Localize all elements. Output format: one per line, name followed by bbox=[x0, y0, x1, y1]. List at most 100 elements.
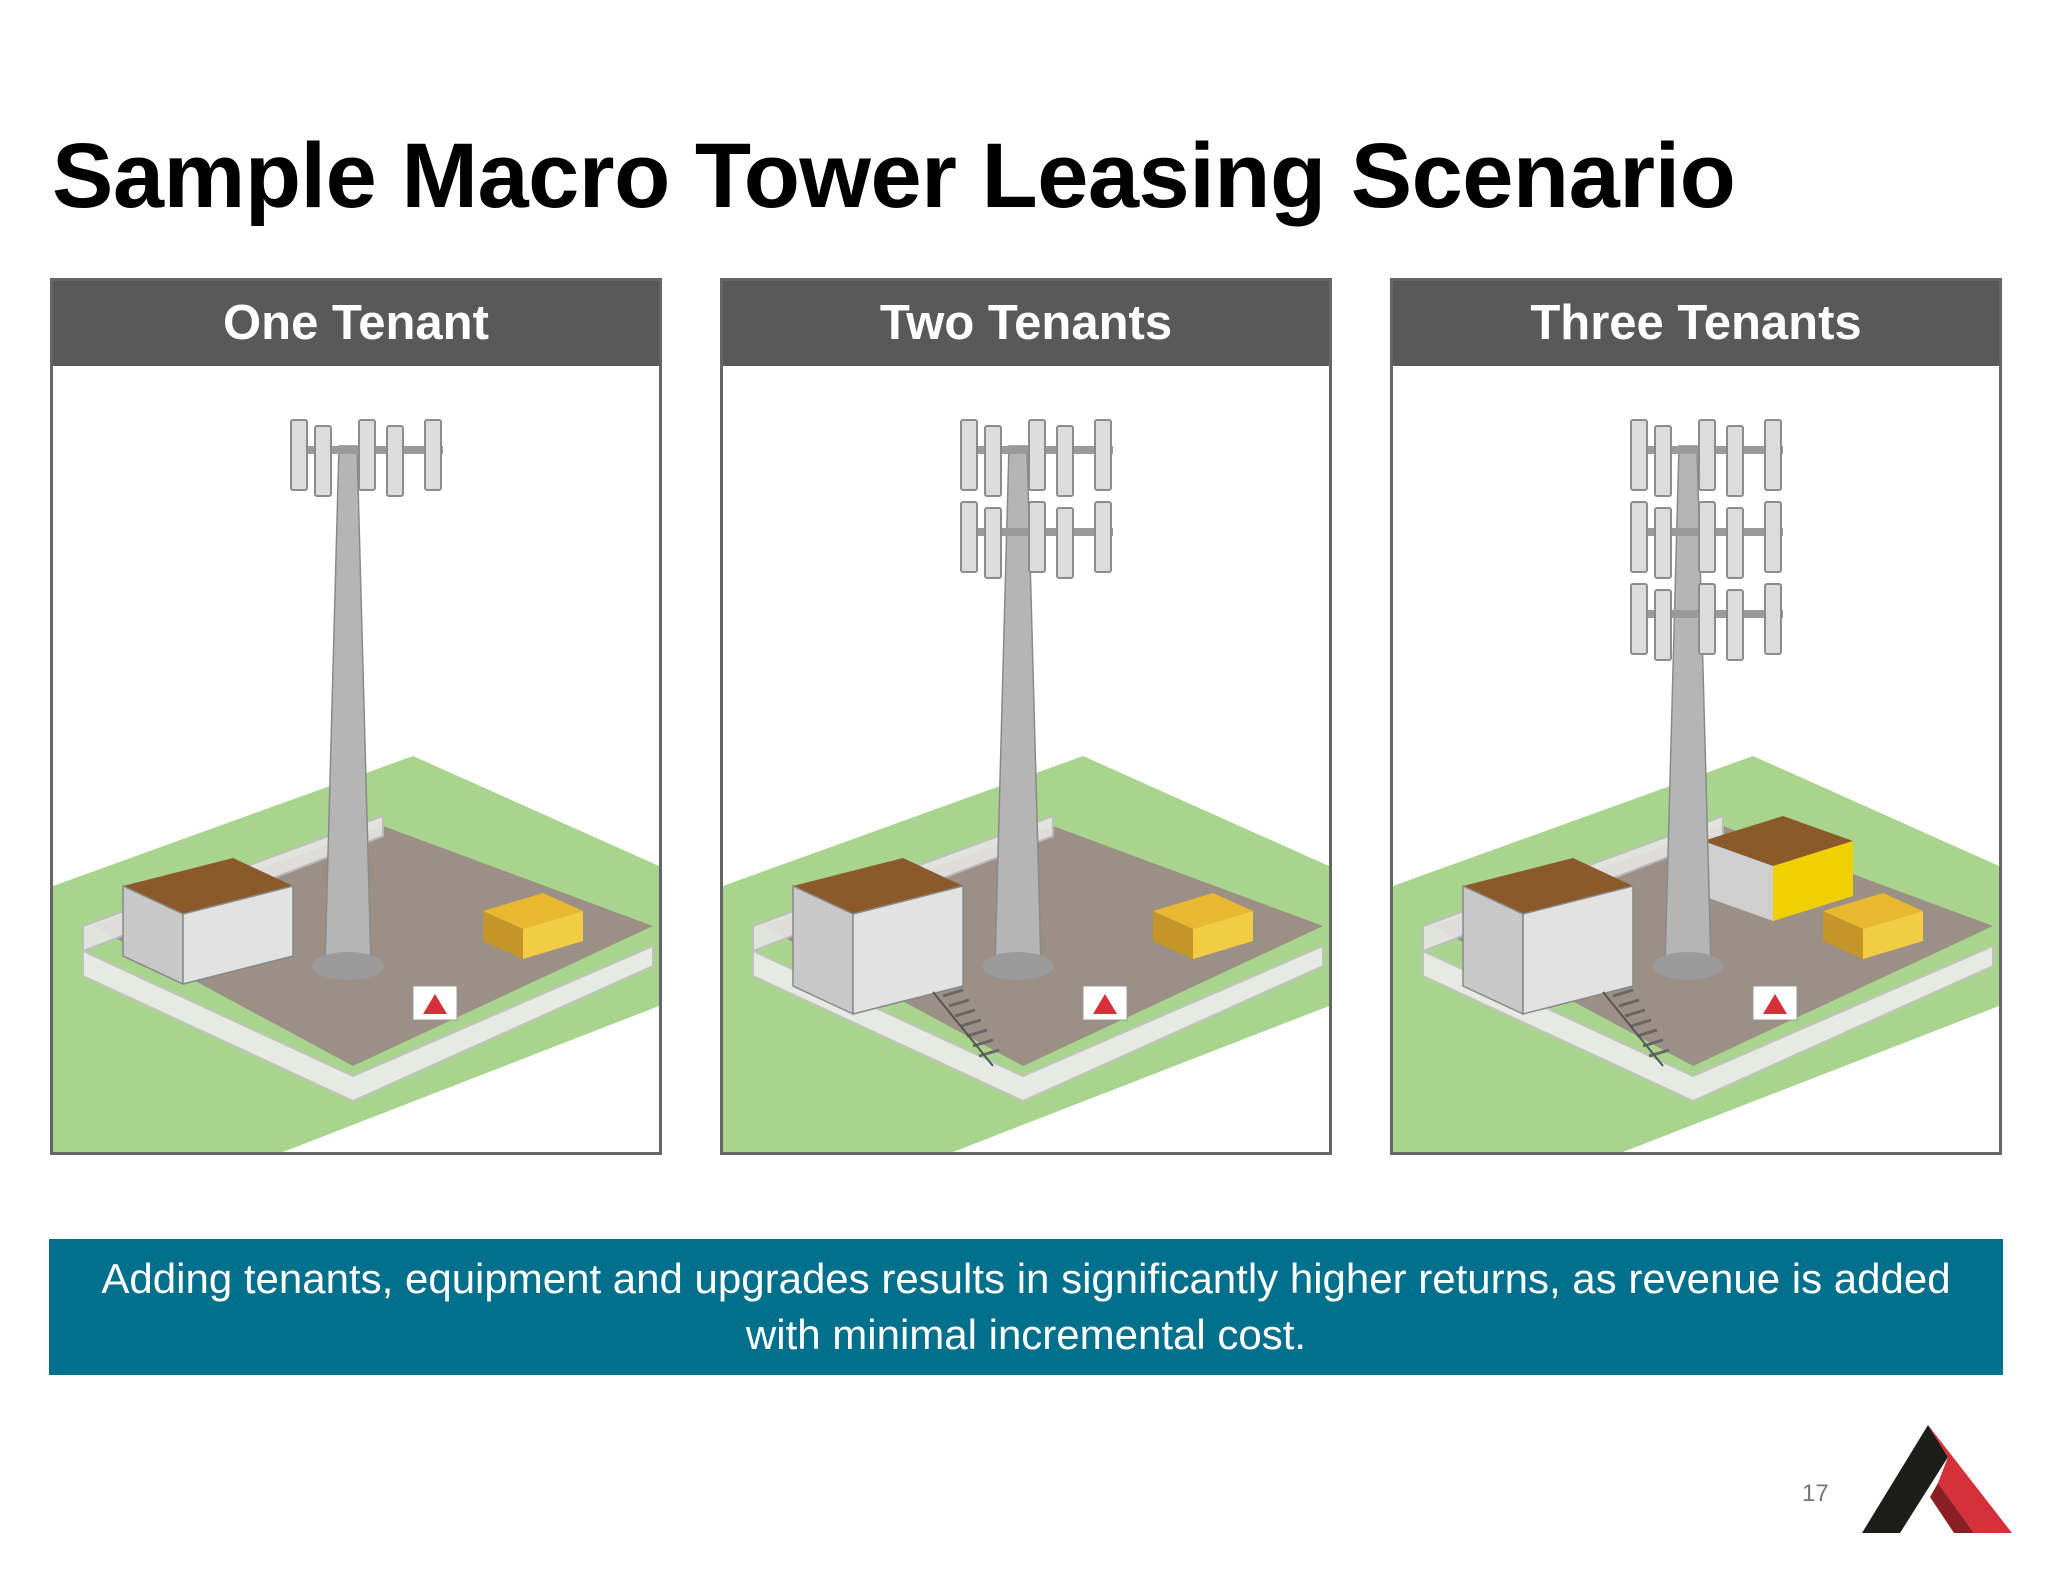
generator-side bbox=[1823, 911, 1863, 959]
antenna-panel bbox=[358, 419, 376, 491]
monopole-base bbox=[982, 952, 1054, 980]
antenna-array bbox=[1630, 419, 1783, 497]
tower-illustration bbox=[1393, 366, 1999, 1152]
antenna-array bbox=[290, 419, 443, 497]
shelter-wall bbox=[182, 885, 294, 985]
cabinet bbox=[1703, 816, 1853, 921]
antenna-panel bbox=[1094, 419, 1112, 491]
monopole-base bbox=[1652, 952, 1724, 980]
stair-step bbox=[1618, 998, 1640, 1008]
antenna-panel bbox=[1726, 589, 1744, 661]
tower-illustration bbox=[723, 366, 1329, 1152]
antenna-panel bbox=[960, 419, 978, 491]
antenna-panel bbox=[386, 425, 404, 497]
tower-site-drawing bbox=[1393, 419, 1999, 1152]
antenna-array bbox=[960, 419, 1113, 497]
generator bbox=[1823, 893, 1923, 959]
tower-illustration bbox=[53, 366, 659, 1152]
fence bbox=[1422, 944, 1994, 1103]
cabinet-side bbox=[1703, 841, 1773, 921]
stair-step bbox=[978, 1048, 1000, 1058]
stair-step bbox=[942, 988, 964, 998]
stair-step bbox=[954, 1008, 976, 1018]
panel-one-tenant: One Tenant bbox=[50, 278, 662, 1155]
stair-step bbox=[1612, 988, 1634, 998]
antenna-panel bbox=[1654, 507, 1672, 579]
antenna-panel bbox=[1056, 507, 1074, 579]
slide-title: Sample Macro Tower Leasing Scenario bbox=[52, 125, 1736, 227]
stair-step bbox=[966, 1028, 988, 1038]
generator-top bbox=[1153, 893, 1253, 929]
generator-side bbox=[483, 911, 523, 959]
monopole bbox=[324, 445, 372, 967]
shelter-roof bbox=[793, 858, 963, 914]
stair-step bbox=[948, 998, 970, 1008]
antenna-panel bbox=[424, 419, 442, 491]
equipment-shelter bbox=[1462, 858, 1670, 1067]
shelter-wall bbox=[1522, 885, 1634, 1015]
antenna-panel bbox=[1630, 501, 1648, 573]
page-number: 17 bbox=[1802, 1480, 1829, 1507]
antenna-array bbox=[960, 501, 1113, 579]
antenna-panel bbox=[960, 501, 978, 573]
antenna-panel bbox=[1056, 425, 1074, 497]
company-logo-icon bbox=[1862, 1425, 2012, 1533]
generator-side bbox=[1193, 911, 1253, 959]
tower-site-drawing bbox=[723, 419, 1329, 1152]
panel-two-tenants: Two Tenants bbox=[720, 278, 1332, 1155]
generator bbox=[1153, 893, 1253, 959]
stair-rail bbox=[932, 991, 994, 1067]
antenna-panel bbox=[1094, 501, 1112, 573]
generator-side bbox=[523, 911, 583, 959]
antenna-panel bbox=[314, 425, 332, 497]
summary-banner: Adding tenants, equipment and upgrades r… bbox=[49, 1239, 2003, 1375]
equipment-shelter bbox=[122, 858, 294, 986]
stair-step bbox=[1624, 1008, 1646, 1018]
antenna-panel bbox=[984, 507, 1002, 579]
shelter-roof bbox=[1463, 858, 1633, 914]
shelter-roof bbox=[123, 858, 293, 914]
antenna-panel bbox=[1764, 583, 1782, 655]
stair-rail bbox=[1602, 991, 1664, 1067]
generator-side bbox=[1863, 911, 1923, 959]
fence bbox=[752, 944, 1324, 1103]
antenna-panel bbox=[984, 425, 1002, 497]
stair-step bbox=[1630, 1018, 1652, 1028]
antenna-array bbox=[1630, 501, 1783, 579]
antenna-panel bbox=[1654, 589, 1672, 661]
antenna-panel bbox=[1698, 419, 1716, 491]
panel-three-tenants: Three Tenants bbox=[1390, 278, 2002, 1155]
stair-step bbox=[1636, 1028, 1658, 1038]
tower-site-drawing bbox=[53, 419, 659, 1152]
antenna-panel bbox=[1726, 507, 1744, 579]
sign-logo-icon bbox=[1093, 994, 1117, 1014]
panel-header: Two Tenants bbox=[723, 281, 1329, 366]
antenna-panel bbox=[1764, 419, 1782, 491]
fence bbox=[82, 944, 654, 1103]
panel-header: One Tenant bbox=[53, 281, 659, 366]
stair-step bbox=[1648, 1048, 1670, 1058]
monopole-base bbox=[312, 952, 384, 980]
antenna-panel bbox=[290, 419, 308, 491]
antenna-panel bbox=[1764, 501, 1782, 573]
antenna-panel bbox=[1698, 501, 1716, 573]
antenna-panel bbox=[1028, 419, 1046, 491]
generator bbox=[483, 893, 583, 959]
cabinet-front bbox=[1773, 841, 1853, 921]
sign-logo-icon bbox=[1763, 994, 1787, 1014]
antenna-panel bbox=[1028, 501, 1046, 573]
shelter-wall bbox=[852, 885, 964, 1015]
equipment-shelter bbox=[792, 858, 1000, 1067]
cabinet-roof bbox=[1703, 816, 1853, 866]
antenna-panel bbox=[1654, 425, 1672, 497]
generator-side bbox=[1153, 911, 1193, 959]
antenna-panel bbox=[1726, 425, 1744, 497]
sign-logo-icon bbox=[423, 994, 447, 1014]
panel-header: Three Tenants bbox=[1393, 281, 1999, 366]
antenna-array bbox=[1630, 583, 1783, 661]
antenna-panel bbox=[1630, 419, 1648, 491]
generator-top bbox=[483, 893, 583, 929]
stair-step bbox=[960, 1018, 982, 1028]
generator-top bbox=[1823, 893, 1923, 929]
antenna-panel bbox=[1698, 583, 1716, 655]
